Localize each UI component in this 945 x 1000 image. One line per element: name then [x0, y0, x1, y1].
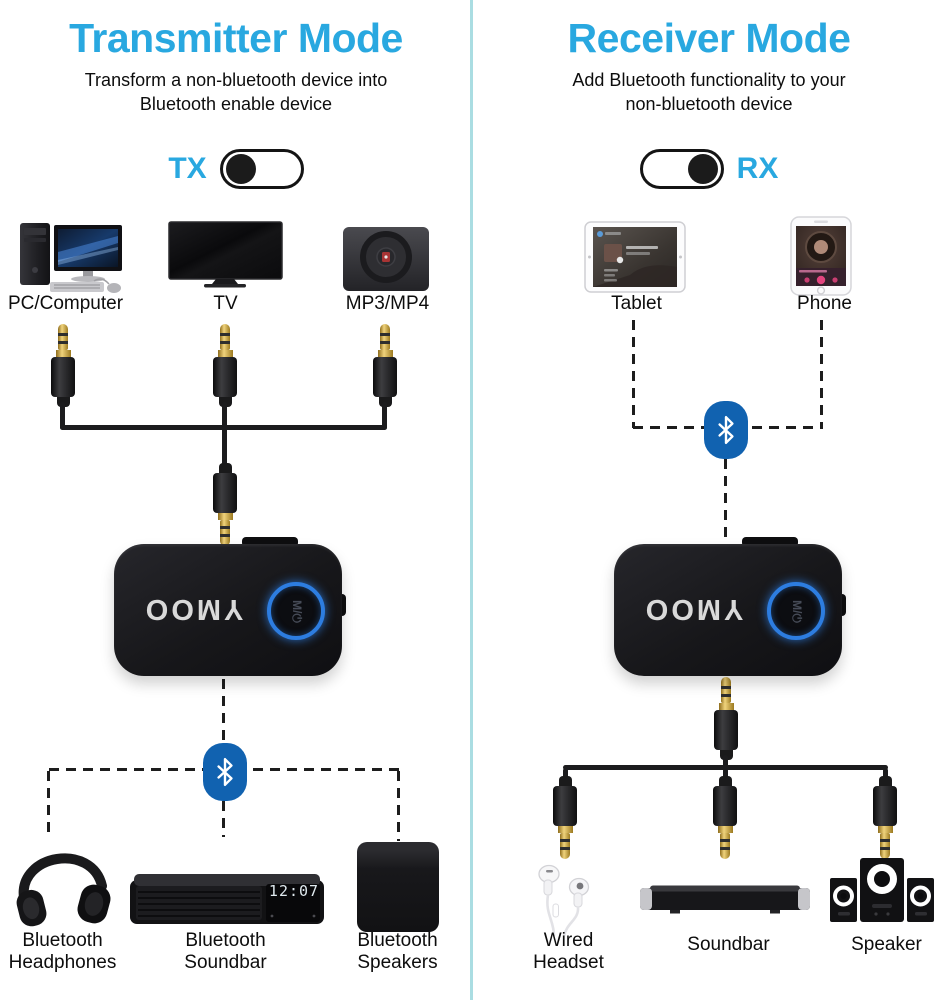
multifunction-button[interactable]: M/⏻	[767, 582, 825, 640]
multifunction-button-label: M/⏻	[289, 599, 304, 623]
phone-image	[790, 216, 852, 296]
soundbar2-image	[640, 885, 810, 914]
device-top-button	[742, 537, 798, 547]
aux-plug	[213, 324, 237, 407]
bluetooth-link-line	[724, 459, 727, 544]
multifunction-button-label: M/⏻	[789, 599, 804, 623]
ymoo-receiver-device: YMOO M/⏻	[614, 544, 842, 676]
speaker-system-image	[830, 858, 934, 922]
audio-cable	[723, 768, 728, 782]
aux-plug	[553, 776, 577, 859]
tx-toggle-row: TX	[0, 149, 472, 189]
output-label-speakers: Bluetooth Speakers	[357, 930, 438, 973]
transmitter-subtitle: Transform a non-bluetooth device into Bl…	[84, 70, 388, 114]
aux-plug	[714, 677, 738, 760]
rx-toggle-switch[interactable]	[639, 149, 724, 189]
output-label-soundbar2: Soundbar	[687, 934, 770, 955]
device-top-button	[242, 537, 298, 547]
aux-plug	[213, 463, 237, 546]
brand-logo: YMOO	[642, 593, 744, 625]
ymoo-transmitter-device: YMOO M/⏻	[114, 544, 342, 676]
audio-cable	[222, 402, 227, 468]
audio-cable	[723, 755, 728, 770]
audio-cable	[382, 402, 387, 430]
rx-label: RX	[736, 152, 779, 185]
mp3-player-image	[343, 227, 429, 291]
soundbar-clock: 12:07	[268, 882, 320, 900]
source-label-pc: PC/Computer	[7, 293, 124, 314]
bluetooth-icon	[704, 401, 748, 459]
transmitter-title: Transmitter Mode	[69, 15, 403, 61]
output-label-soundbar: Bluetooth Soundbar	[184, 930, 267, 973]
rx-toggle-row: RX	[473, 149, 945, 189]
output-label-wired-headset: Wired Headset	[533, 930, 604, 973]
bluetooth-link-line	[820, 320, 823, 428]
audio-cable	[883, 768, 888, 782]
column-divider	[470, 0, 473, 1000]
source-label-mp3: MP3/MP4	[345, 293, 430, 314]
receiver-title: Receiver Mode	[567, 15, 851, 61]
tx-toggle-switch[interactable]	[219, 149, 304, 189]
aux-plug	[873, 776, 897, 859]
tx-label: TX	[168, 152, 207, 185]
earbuds-image	[538, 864, 590, 937]
output-label-headphones: Bluetooth Headphones	[8, 930, 117, 973]
source-label-phone: Phone	[797, 293, 852, 314]
tablet-image	[584, 221, 686, 293]
aux-plug	[51, 324, 75, 407]
bluetooth-icon	[203, 743, 247, 801]
bluetooth-link-line	[222, 679, 225, 745]
audio-cable	[563, 768, 568, 782]
output-label-speaker: Speaker	[851, 934, 922, 955]
bluetooth-link-line	[222, 801, 225, 837]
aux-plug	[713, 776, 737, 859]
bluetooth-link-line	[47, 771, 50, 839]
audio-cable	[563, 765, 888, 770]
device-side-button	[338, 594, 346, 616]
bluetooth-link-line	[632, 320, 635, 428]
brand-logo: YMOO	[142, 593, 244, 625]
source-label-tablet: Tablet	[611, 293, 662, 314]
headphones-image	[16, 853, 111, 927]
source-label-tv: TV	[213, 293, 238, 314]
speaker-cube-image	[357, 842, 439, 932]
soundbar-image	[130, 874, 324, 924]
aux-plug	[373, 324, 397, 407]
device-side-button	[838, 594, 846, 616]
pc-computer-image	[20, 223, 122, 293]
bluetooth-link-line	[397, 771, 400, 841]
receiver-subtitle: Add Bluetooth functionality to your non-…	[572, 70, 846, 114]
multifunction-button[interactable]: M/⏻	[267, 582, 325, 640]
audio-cable	[60, 402, 65, 430]
toggle-knob	[687, 154, 718, 184]
tv-image	[168, 221, 283, 288]
toggle-knob	[225, 154, 256, 184]
